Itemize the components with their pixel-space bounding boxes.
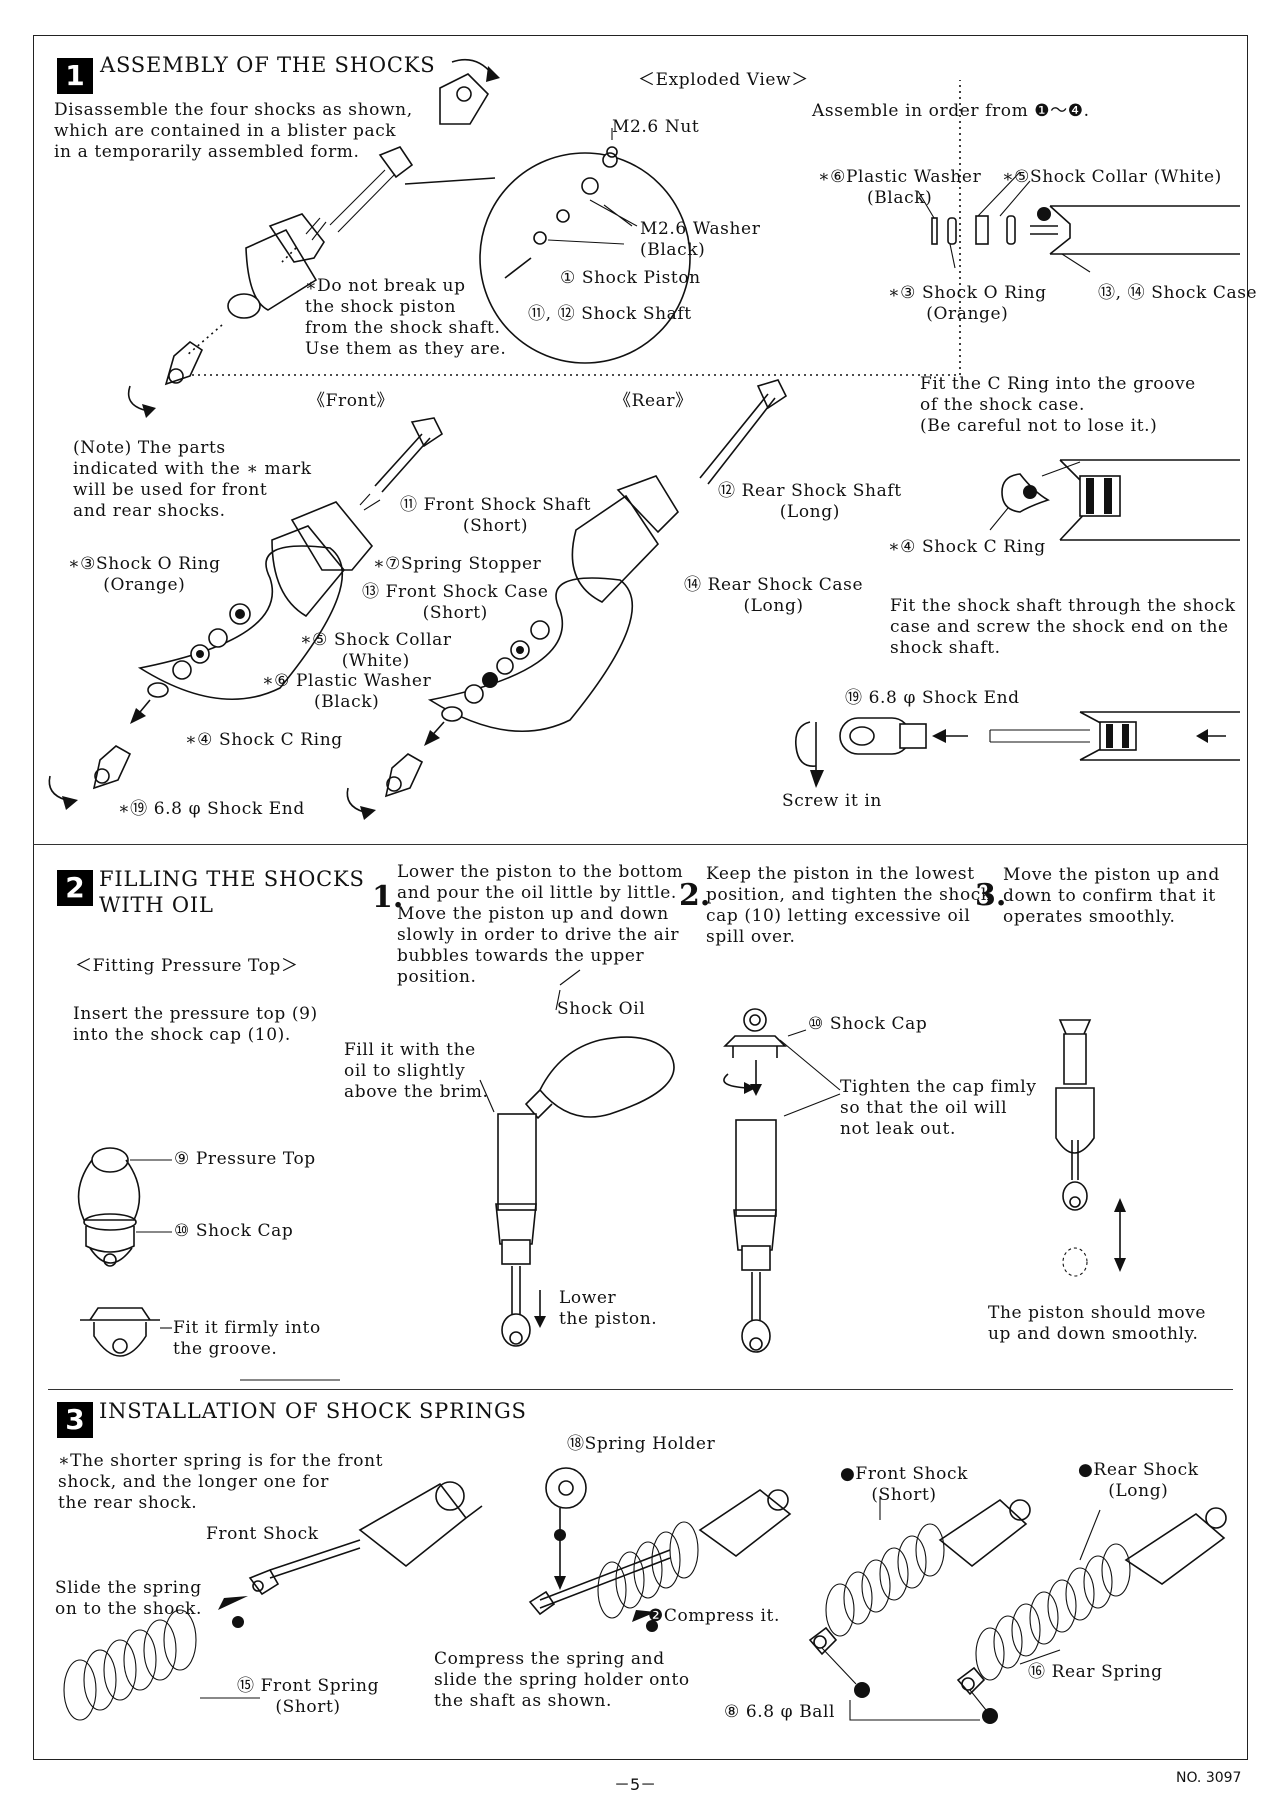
screw-it-in-label: Screw it in xyxy=(782,791,882,811)
shock-collar-label-l: ∗⑤ Shock Collar (White) xyxy=(300,630,452,671)
plastic-washer-label-l: ∗⑥ Plastic Washer (Black) xyxy=(262,671,432,712)
compress-instruction: Compress the spring and slide the spring… xyxy=(434,1649,690,1711)
spring-stopper-label: ∗⑦Spring Stopper xyxy=(373,554,542,574)
c-ring-drawing xyxy=(989,459,1240,541)
exploded-view-label: ＜Exploded View＞ xyxy=(638,70,809,90)
spring-install-drawing xyxy=(63,1379,1227,1724)
section-divider-2 xyxy=(48,1389,1233,1390)
section-1-title: ASSEMBLY OF THE SHOCKS xyxy=(100,53,436,77)
shock-end-label-r: ⑲ 6.8 φ Shock End xyxy=(845,688,1020,708)
ball-label: ⑧ 6.8 φ Ball xyxy=(724,1702,836,1722)
front-label: 《Front》 xyxy=(308,391,395,411)
section-2-title: FILLING THE SHOCKS WITH OIL xyxy=(99,867,365,917)
assembly-order-drawing xyxy=(917,171,1240,273)
shock-end-screw-drawing xyxy=(794,711,1240,788)
o-ring-label-l: ∗③Shock O Ring (Orange) xyxy=(68,554,221,595)
insert-instruction: Insert the pressure top (9) into the sho… xyxy=(73,1004,318,1045)
shaft-instruction: Fit the shock shaft through the shock ca… xyxy=(890,596,1236,658)
slide-spring-instruction: Slide the spring on to the shock. xyxy=(55,1578,203,1619)
front-spring-label: ⑮ Front Spring (Short) xyxy=(237,1676,380,1717)
m26-washer-label: M2.6 Washer (Black) xyxy=(640,219,761,260)
front-shock-label: Front Shock xyxy=(206,1524,319,1544)
section-2-number: 2 xyxy=(57,870,93,906)
section-1-number: 1 xyxy=(57,58,93,94)
front-shock-shaft-label: ⑪ Front Shock Shaft (Short) xyxy=(400,495,592,536)
shock-end-label-l: ∗⑲ 6.8 φ Shock End xyxy=(118,799,305,819)
page-frame xyxy=(33,35,1248,1760)
step-3-text: Move the piston up and down to confirm t… xyxy=(1003,865,1220,927)
front-shock-case-label: ⑬ Front Shock Case (Short) xyxy=(362,582,549,623)
assemble-order-text: Assemble in order from ❶～❹. xyxy=(812,101,1090,121)
shock-case-label-r: ⑬, ⑭ Shock Case xyxy=(1098,283,1258,303)
rear-shock-long-label: ●Rear Shock (Long) xyxy=(1078,1460,1199,1501)
shock-cap-label-l: ⑩ Shock Cap xyxy=(174,1221,294,1241)
pressure-top-drawing xyxy=(77,1147,172,1357)
disassembled-shock-drawing xyxy=(127,58,961,418)
step-2-number: 2. xyxy=(679,878,711,913)
pressure-top-label: ⑨ Pressure Top xyxy=(174,1149,316,1169)
groove-instruction: Fit it firmly into the groove. xyxy=(173,1318,321,1359)
fill-instruction: Fill it with the oil to slightly above t… xyxy=(344,1040,489,1102)
piston-warning: ∗Do not break up the shock piston from t… xyxy=(305,276,507,359)
front-shock-short-label: ●Front Shock (Short) xyxy=(840,1464,969,1505)
page-number: －5－ xyxy=(614,1775,657,1794)
shock-c-ring-label-l: ∗④ Shock C Ring xyxy=(185,730,343,750)
fitting-pressure-top-heading: ＜Fitting Pressure Top＞ xyxy=(75,956,299,976)
m26-nut-label: M2.6 Nut xyxy=(612,117,700,137)
shock-shaft-label: ⑪, ⑫ Shock Shaft xyxy=(528,304,692,324)
step-1-text: Lower the piston to the bottom and pour … xyxy=(397,862,684,987)
step-1-number: 1. xyxy=(372,880,404,915)
rear-shock-case-label: ⑭ Rear Shock Case (Long) xyxy=(684,575,864,616)
section-3-number: 3 xyxy=(57,1402,93,1438)
step-3-number: 3. xyxy=(975,878,1007,913)
parts-note: (Note) The parts indicated with the ∗ ma… xyxy=(73,438,312,521)
plastic-washer-label-r: ∗⑥Plastic Washer (Black) xyxy=(818,167,982,208)
section-3-title: INSTALLATION OF SHOCK SPRINGS xyxy=(99,1399,527,1423)
section-divider-1 xyxy=(33,844,1248,845)
tighten-instruction: Tighten the cap fimly so that the oil wi… xyxy=(840,1077,1037,1139)
spring-length-note: ∗The shorter spring is for the front sho… xyxy=(58,1451,384,1513)
rear-spring-label: ⑯ Rear Spring xyxy=(1028,1662,1163,1682)
o-ring-label-r: ∗③ Shock O Ring (Orange) xyxy=(888,283,1047,324)
shock-piston-label: ① Shock Piston xyxy=(560,268,701,288)
shock-collar-label-r: ∗⑤Shock Collar (White) xyxy=(1002,167,1222,187)
compress-it-label: ❷Compress it. xyxy=(648,1606,780,1626)
oil-filling-drawing xyxy=(479,969,1126,1353)
shock-oil-label: Shock Oil xyxy=(557,999,646,1019)
lower-piston-label: Lower the piston. xyxy=(559,1288,658,1329)
smooth-operation-text: The piston should move up and down smoot… xyxy=(988,1303,1207,1344)
c-ring-instruction: Fit the C Ring into the groove of the sh… xyxy=(920,374,1196,436)
document-number: NO. 3097 xyxy=(1176,1770,1242,1786)
rear-shock-shaft-label: ⑫ Rear Shock Shaft (Long) xyxy=(718,481,902,522)
step-2-text: Keep the piston in the lowest position, … xyxy=(706,864,992,947)
spring-holder-label: ⑱Spring Holder xyxy=(567,1434,716,1454)
section-1-intro: Disassemble the four shocks as shown, wh… xyxy=(54,100,413,162)
front-rear-exploded-drawing xyxy=(48,379,788,820)
shock-c-ring-label-r: ∗④ Shock C Ring xyxy=(888,537,1046,557)
rear-label: 《Rear》 xyxy=(614,391,693,411)
shock-cap-label-r: ⑩ Shock Cap xyxy=(808,1014,928,1034)
